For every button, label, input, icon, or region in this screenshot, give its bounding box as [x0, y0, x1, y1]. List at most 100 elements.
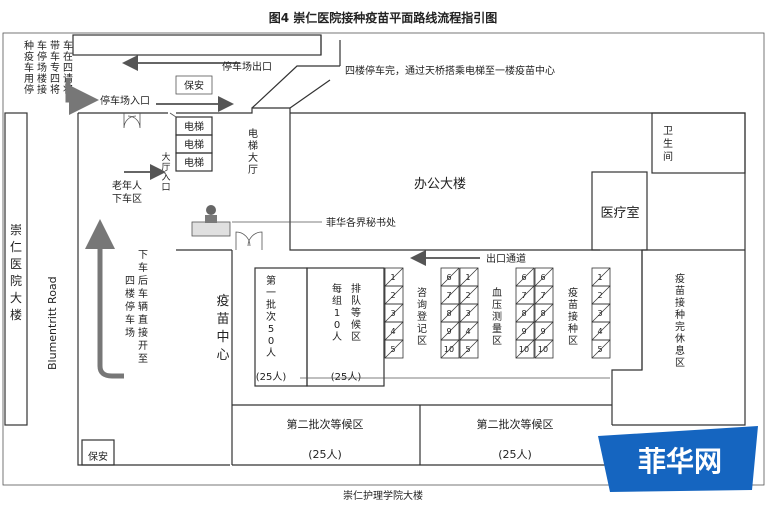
left-note-char: 车 — [63, 39, 73, 52]
batch1-char: 一 — [266, 288, 276, 299]
booth-cell — [534, 339, 554, 359]
elevator-hall-char: 电 — [248, 127, 258, 140]
bp-booth-number: 4 — [465, 327, 470, 336]
drive-note-char: 停 — [125, 300, 135, 313]
elevator-hall-char: 大 — [248, 151, 258, 164]
booth-divider — [515, 303, 535, 323]
vaccine-center-char: 心 — [216, 348, 229, 363]
booth-divider — [459, 267, 479, 287]
vac-booth-number: 3 — [597, 309, 602, 318]
left-note-char: 疫 — [24, 50, 34, 63]
batch1-char: 5 — [268, 324, 274, 335]
vac-booth-number: 2 — [597, 291, 602, 300]
queue-char: 候 — [351, 318, 361, 331]
bp-char: 测 — [492, 310, 502, 323]
bp-booth-number: 6 — [521, 273, 526, 282]
queue-char: 区 — [351, 331, 361, 343]
hospital-building — [4, 112, 28, 426]
lobby-entry-char: 大 — [161, 151, 170, 163]
rest-char: 疫 — [675, 272, 685, 285]
parking-structure — [72, 34, 322, 56]
consult-char: 记 — [417, 323, 427, 335]
left-note-char: 在 — [63, 51, 73, 63]
booth-divider — [534, 285, 554, 305]
queue-count: (25人) — [331, 371, 362, 383]
booth-divider — [384, 267, 404, 287]
elevator-hall-char: 厅 — [248, 165, 258, 176]
elevator-hall-char: 梯 — [248, 139, 258, 152]
vac-booth-number: 6 — [540, 273, 545, 282]
vaccine-center-char: 中 — [216, 330, 229, 345]
left-note-char: 车 — [24, 61, 34, 74]
bp-booth-number: 9 — [521, 327, 526, 336]
booth-divider — [591, 339, 611, 359]
drive-note-char: 楼 — [125, 287, 135, 300]
lobby-entry-char: 入 — [161, 172, 170, 183]
left-note-char: 用 — [24, 74, 34, 85]
hospital-char: 医 — [10, 257, 22, 271]
clinic-label: 医疗室 — [600, 205, 639, 221]
bp-booth-number: 10 — [519, 345, 529, 354]
queue-char: 排 — [351, 282, 361, 295]
left-note-char: 楼 — [37, 72, 47, 85]
bp-booth-number: 5 — [465, 345, 470, 354]
booth-divider — [591, 321, 611, 341]
drive-note-char: 车 — [138, 287, 148, 300]
hall-door — [235, 231, 263, 250]
lobby-entry-char: 厅 — [161, 162, 170, 173]
elderly-drop-label-2: 下车区 — [112, 192, 142, 205]
entrance-door — [123, 113, 141, 129]
consult-booth-number: 8 — [446, 309, 451, 318]
lobby-entry-char: 口 — [161, 183, 170, 193]
booth-divider — [440, 267, 460, 287]
fourth-floor-note: 四楼停车完，通过天桥搭乘电梯至一楼疫苗中心 — [345, 64, 555, 77]
booth-cell — [440, 339, 460, 359]
parking-turn-arrow — [65, 78, 99, 115]
bp-booth-number: 2 — [465, 291, 470, 300]
elevator-bank: 电梯 电梯 电梯 — [169, 112, 213, 172]
group-char: 人 — [332, 331, 342, 343]
booth-divider — [515, 339, 535, 359]
rest-char: 息 — [675, 344, 685, 357]
booth-divider — [534, 339, 554, 359]
drive-note-char: 接 — [138, 326, 148, 339]
vac-booth-number: 1 — [597, 273, 602, 282]
booth-divider — [591, 267, 611, 287]
bp-char: 血 — [492, 286, 502, 299]
booth-divider — [534, 321, 554, 341]
bp-booth-number: 7 — [521, 291, 526, 300]
left-note-char: 车 — [50, 50, 60, 63]
drive-note-char: 开 — [138, 341, 148, 352]
batch1-char: 次 — [266, 310, 276, 323]
diagram-title: 图4 崇仁医院接种疫苗平面路线流程指引图 — [269, 10, 498, 25]
group-char: 0 — [334, 320, 340, 331]
outer-frame — [2, 32, 765, 486]
consult-booth-number: 7 — [446, 291, 451, 300]
exit-passage-label: 出口通道 — [486, 252, 526, 265]
hospital-char: 院 — [10, 274, 22, 288]
booth-divider — [459, 339, 479, 359]
footer-building: 崇仁护理学院大楼 — [343, 489, 423, 502]
guard-booth-bottom — [81, 439, 115, 466]
hospital-char: 楼 — [10, 307, 22, 322]
booth-divider — [440, 303, 460, 323]
left-note-char: 场 — [37, 61, 47, 74]
consult-char: 登 — [417, 310, 427, 323]
booth-divider — [384, 303, 404, 323]
booth-divider — [534, 303, 554, 323]
group-char: 1 — [334, 308, 340, 319]
consult-booth-number: 3 — [390, 309, 395, 318]
rest-char: 种 — [675, 308, 685, 321]
drive-note-char: 场 — [125, 326, 135, 339]
office-building — [290, 112, 746, 426]
vac-booth-number: 9 — [540, 327, 545, 336]
vaccine-center-char: 疫 — [216, 293, 229, 309]
toilet-char: 卫 — [663, 126, 673, 137]
booth-cell — [515, 339, 535, 359]
